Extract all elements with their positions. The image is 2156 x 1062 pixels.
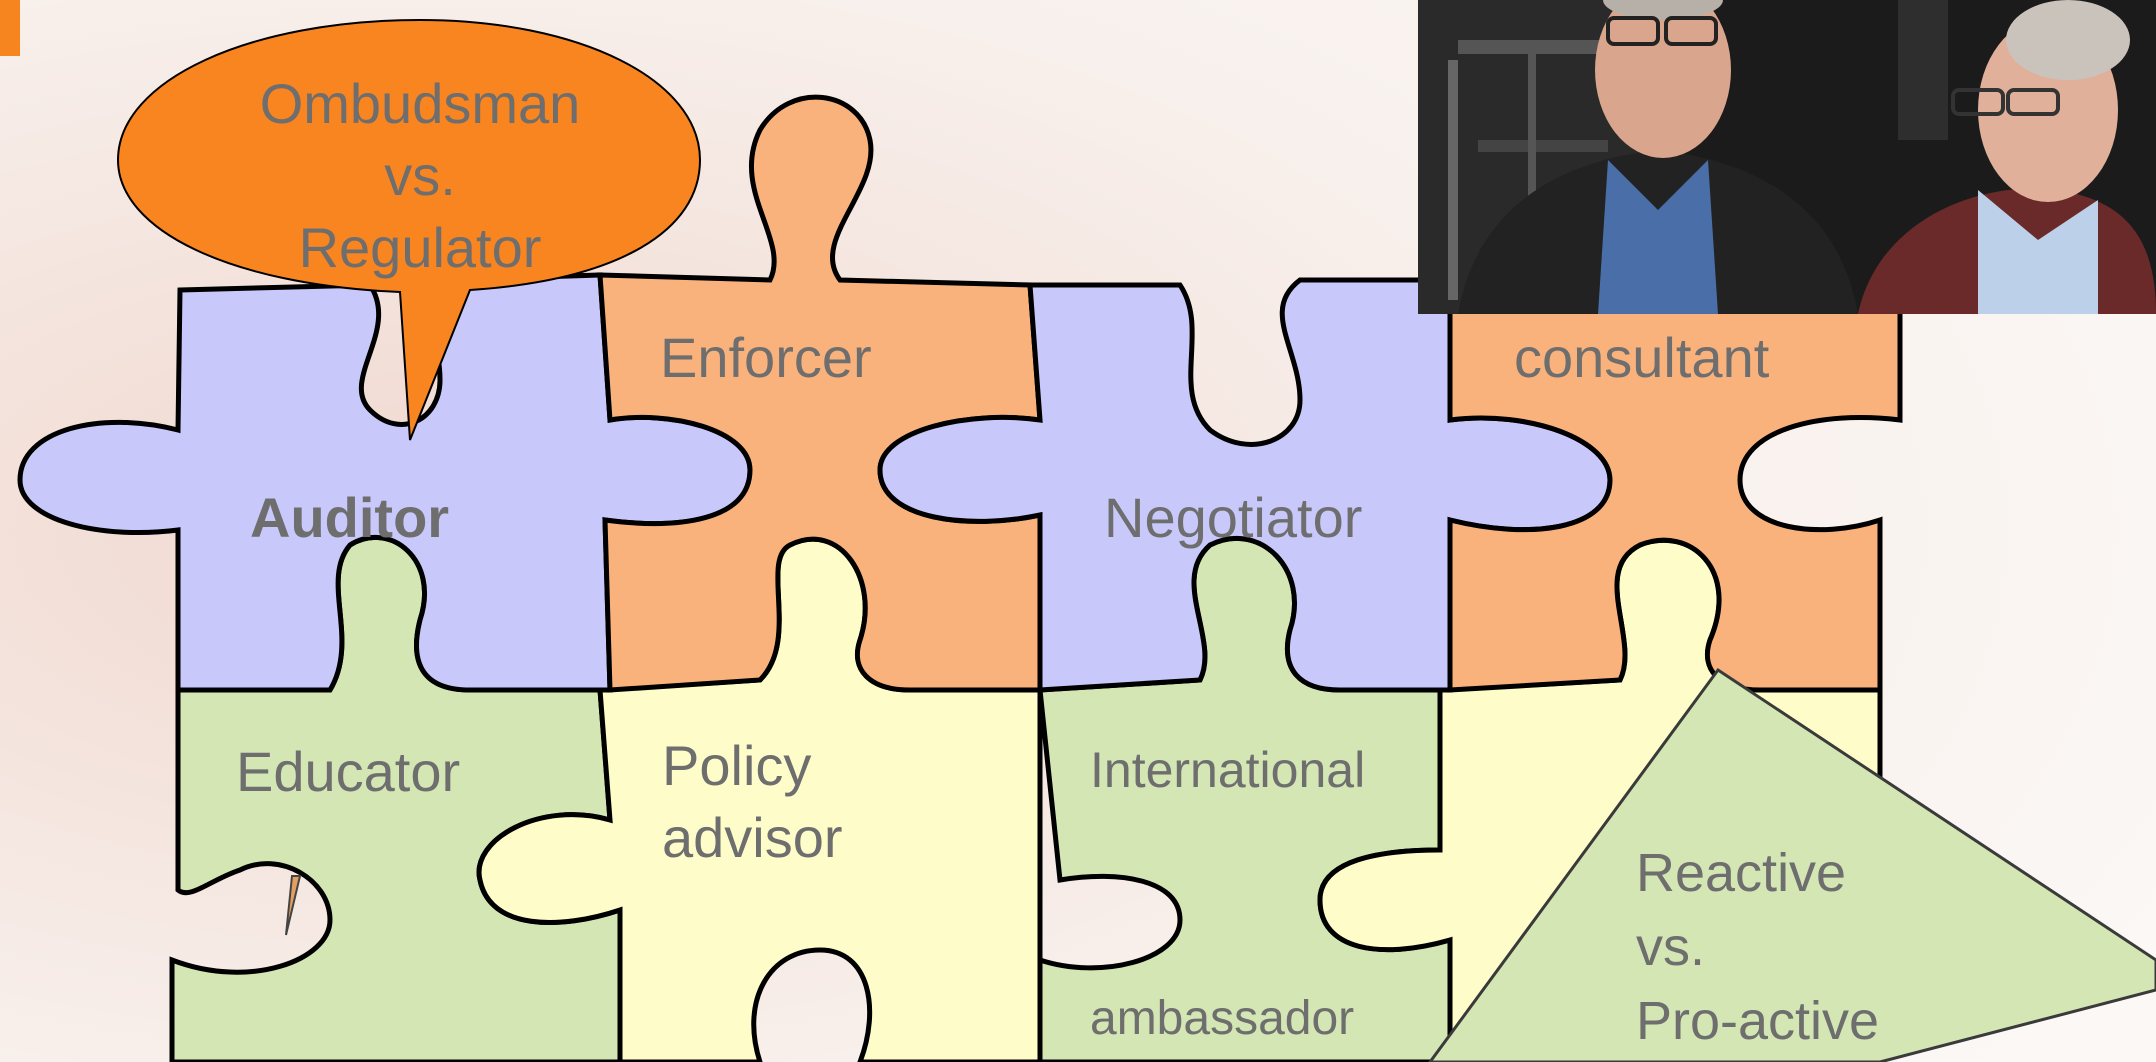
bubble-line-3: Regulator bbox=[298, 216, 542, 279]
triangle-line-3: Pro-active bbox=[1636, 991, 1880, 1051]
accent-bar bbox=[0, 0, 20, 56]
enforcer-label: Enforcer bbox=[660, 326, 872, 389]
bubble-line-1: Ombudsman bbox=[259, 72, 581, 135]
auditor-label: Auditor bbox=[250, 486, 450, 549]
speech-bubble bbox=[116, 18, 702, 441]
photo-of-two-men-icon bbox=[1418, 0, 2156, 314]
triangle-text: Reactive vs. Pro-active bbox=[1636, 836, 1879, 1058]
reactive-triangle bbox=[1428, 667, 2156, 1062]
ambassador-label: ambassador bbox=[1090, 992, 1355, 1045]
auditor-piece bbox=[17, 272, 753, 693]
triangle-line-2: vs. bbox=[1636, 917, 1706, 977]
policy-advisor-label-line2: advisor bbox=[662, 806, 843, 869]
negotiator-label: Negotiator bbox=[1104, 486, 1363, 549]
small-mark bbox=[285, 875, 302, 936]
photo bbox=[1418, 0, 2156, 314]
international-label: International bbox=[1090, 742, 1366, 798]
consultant-label: consultant bbox=[1514, 326, 1770, 389]
triangle-line-1: Reactive bbox=[1636, 843, 1847, 903]
policy-advisor-label-line1: Policy bbox=[662, 734, 812, 797]
bubble-text: Ombudsman vs. Regulator bbox=[150, 68, 690, 284]
bubble-line-2: vs. bbox=[384, 144, 456, 207]
educator-label: Educator bbox=[236, 740, 461, 803]
consultant-piece bbox=[1447, 277, 1903, 693]
